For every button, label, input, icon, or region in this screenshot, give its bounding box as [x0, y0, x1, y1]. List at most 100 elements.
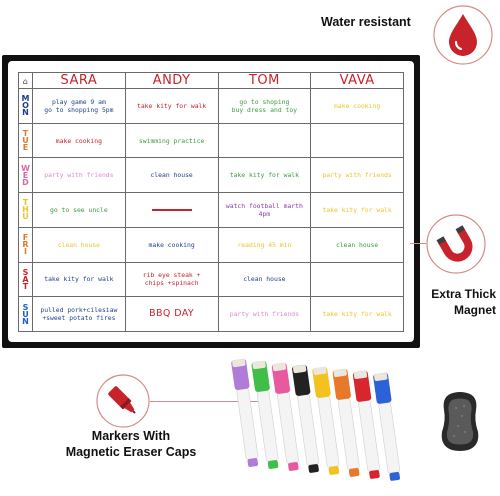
cell-text-line: take kity for walk: [44, 275, 114, 284]
day-letter: U: [22, 136, 29, 146]
marker-pen: [312, 366, 340, 475]
day-letter: T: [22, 129, 29, 139]
column-header-tom: TOM: [217, 72, 312, 89]
planner-cell[interactable]: BBQ DAY: [124, 296, 219, 332]
planner-cell[interactable]: take kity for walk: [124, 88, 219, 124]
marker-connector-line: [150, 401, 270, 402]
day-letter: T: [22, 281, 29, 291]
planner-cell[interactable]: [217, 122, 312, 159]
cell-text-line: clean house: [57, 240, 101, 249]
cell-text-line: go to shoping: [239, 97, 290, 106]
day-letter: T: [22, 198, 29, 208]
eraser-icon: [441, 392, 479, 451]
marker-pen: [352, 370, 380, 479]
planner-cell[interactable]: party with friends: [32, 157, 126, 194]
day-letter: N: [22, 316, 29, 326]
cell-text-line: clean house: [150, 171, 193, 180]
day-letter: A: [22, 274, 29, 284]
planner-cell[interactable]: take kity for walk: [310, 296, 404, 332]
planner-cell[interactable]: take kity for walk: [32, 261, 126, 298]
markers-label-line1: Markers With: [91, 429, 171, 443]
marker-pen: [332, 368, 360, 477]
cell-text-line: swimming practice: [138, 136, 205, 145]
cell-text-line: chips +spinach: [144, 279, 199, 288]
column-header-vava: VAVA: [310, 72, 404, 89]
planner-cell[interactable]: [310, 261, 404, 298]
cell-text-line: watch football marth: [225, 201, 303, 210]
cell-text-line: take kity for walk: [229, 171, 299, 180]
day-letter: N: [22, 108, 29, 118]
cell-text-line: clean house: [243, 275, 286, 284]
column-header-andy: ANDY: [124, 72, 219, 89]
column-header-sara: SARA: [32, 72, 126, 89]
planner-cell[interactable]: make cooking: [310, 88, 404, 124]
extra-thick-magnet-label: Extra Thick Magnet: [420, 286, 496, 318]
cell-text-line: party with friends: [44, 171, 114, 180]
cell-text-line: make cooking: [55, 136, 102, 145]
day-letter: S: [22, 302, 29, 312]
planner-cell[interactable]: party with friends: [217, 296, 312, 332]
cell-text-line: go to shopping 5pm: [44, 105, 114, 114]
cell-text-line: make cooking: [334, 101, 381, 110]
planner-cell[interactable]: pulled pork+cilesiaw+sweet potato fires: [32, 296, 126, 332]
day-letter: E: [22, 143, 29, 153]
cell-text-line: 4pm: [258, 209, 271, 218]
water-resistant-label: Water resistant: [321, 15, 411, 29]
planner-cell[interactable]: make cooking: [32, 122, 126, 159]
planner-cell[interactable]: clean house: [124, 157, 219, 194]
day-letter: I: [24, 247, 27, 257]
dash-mark: [151, 208, 192, 211]
day-letter: O: [22, 101, 29, 111]
cell-text-line: +sweet potato fires: [42, 314, 116, 323]
cell-text-line: make cooking: [148, 240, 195, 249]
planner-cell[interactable]: [310, 122, 404, 159]
cell-text-line: party with friends: [229, 310, 299, 319]
magnet-connector-line: [410, 243, 426, 244]
planner-cell[interactable]: [124, 192, 219, 228]
cell-text-line: buy dress and toy: [231, 105, 298, 114]
planner-cell[interactable]: take kity for walk: [310, 192, 404, 228]
markers-label-line2: Magnetic Eraser Caps: [65, 445, 197, 459]
magnet-label-line1: Extra Thick: [431, 287, 496, 301]
marker-set-photo: [231, 358, 401, 481]
planner-cell[interactable]: take kity for walk: [217, 157, 312, 194]
cell-text-line: take kity for walk: [322, 205, 392, 214]
planner-cell[interactable]: go to see uncle: [32, 192, 126, 228]
planner-cell[interactable]: make cooking: [124, 226, 219, 263]
day-letter: M: [21, 94, 30, 104]
planner-corner-icon: ⌂: [18, 72, 33, 89]
cell-text-line: party with friends: [322, 171, 392, 180]
cell-text-line: rib eye steak +: [142, 271, 201, 280]
planner-cell[interactable]: reading 45 min: [217, 226, 312, 263]
planner-cell[interactable]: party with friends: [310, 157, 404, 194]
magnet-label-line2: Magnet: [454, 303, 496, 317]
cell-text-line: reading 45 min: [237, 240, 292, 249]
day-letter: H: [22, 205, 29, 215]
marker-pen: [292, 364, 320, 473]
planner-cell[interactable]: clean house: [217, 261, 312, 298]
planner-cell[interactable]: clean house: [32, 226, 126, 263]
planner-cell[interactable]: rib eye steak +chips +spinach: [124, 261, 219, 298]
planner-cell[interactable]: clean house: [310, 226, 404, 263]
cell-text-line: pulled pork+cilesiaw: [40, 306, 118, 315]
day-letter: E: [22, 170, 29, 180]
marker-pen: [251, 360, 279, 469]
planner-cell[interactable]: swimming practice: [124, 122, 219, 159]
marker-pen: [373, 372, 401, 481]
